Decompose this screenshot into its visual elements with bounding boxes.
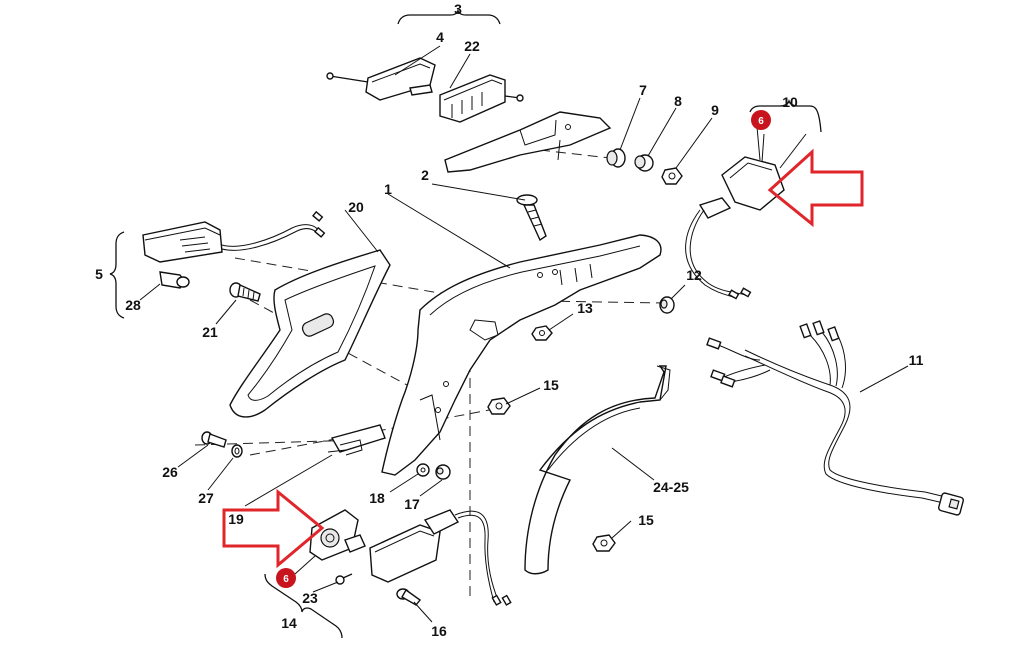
bracket-part-14 xyxy=(264,573,343,639)
spacer-parts-7-8-9 xyxy=(606,148,683,185)
label-12: 12 xyxy=(686,267,702,283)
turn-signal-left-part-14 xyxy=(369,509,512,606)
label-17: 17 xyxy=(404,496,420,512)
part-labels: 1 2 3 4 5 7 8 9 10 11 12 13 14 15 15 16 … xyxy=(95,1,924,639)
label-20: 20 xyxy=(348,199,364,215)
label-8: 8 xyxy=(674,93,682,109)
bolt-part-21 xyxy=(229,282,261,302)
screw-part-23 xyxy=(335,573,353,585)
label-15-lower: 15 xyxy=(638,512,654,528)
screw-part-16 xyxy=(396,588,422,606)
label-27: 27 xyxy=(198,490,214,506)
label-11: 11 xyxy=(909,352,924,368)
plate-holder-part-20 xyxy=(229,249,391,418)
badge-top: 6 xyxy=(751,110,771,130)
tail-lamp-part-4 xyxy=(326,57,436,101)
wiring-harness-part-11 xyxy=(706,320,964,516)
red-arrow-bottom-left xyxy=(222,488,325,569)
grommet-part-12 xyxy=(659,296,675,314)
spacer-part-17 xyxy=(435,464,451,480)
washer-part-18 xyxy=(416,463,430,477)
nut-part-15-upper xyxy=(487,397,511,415)
washer-part-27 xyxy=(231,444,243,458)
lamp-body-part-22 xyxy=(439,74,524,123)
bulb-part-28 xyxy=(159,271,190,289)
reflector-bracket-part-19 xyxy=(327,424,386,456)
nut-part-13 xyxy=(531,325,553,341)
label-7: 7 xyxy=(639,82,647,98)
label-2: 2 xyxy=(421,167,429,183)
bracket-part-10 xyxy=(749,98,822,133)
license-lamp-part-5 xyxy=(142,210,326,263)
label-18: 18 xyxy=(369,490,385,506)
leader-lines xyxy=(139,45,909,623)
label-15-upper: 15 xyxy=(543,377,559,393)
bracket-part-5 xyxy=(109,231,125,319)
label-13: 13 xyxy=(577,300,593,316)
upper-bracket xyxy=(444,111,612,173)
nut-part-15-lower xyxy=(592,534,616,552)
badge-top-text: 6 xyxy=(758,116,764,127)
label-5: 5 xyxy=(95,266,103,282)
bolt-part-26 xyxy=(201,431,227,448)
bracket-part-3 xyxy=(397,9,501,25)
main-fender-part-1 xyxy=(381,234,662,476)
label-21: 21 xyxy=(202,324,218,340)
label-9: 9 xyxy=(711,102,719,118)
label-26: 26 xyxy=(162,464,178,480)
label-16: 16 xyxy=(431,623,447,639)
label-28: 28 xyxy=(125,297,141,313)
badge-bottom: 6 xyxy=(276,568,296,588)
label-4: 4 xyxy=(436,29,444,45)
reflector-lower xyxy=(309,509,366,561)
rear-mudguard-part-24-25 xyxy=(524,365,671,575)
red-arrow-top-right xyxy=(767,148,864,228)
label-14: 14 xyxy=(281,615,297,631)
label-1: 1 xyxy=(384,181,392,197)
badge-bottom-text: 6 xyxy=(283,574,289,585)
turn-signal-right-part-10 xyxy=(685,156,785,300)
label-23: 23 xyxy=(302,590,318,606)
screw-part-2 xyxy=(516,194,547,242)
label-3: 3 xyxy=(454,1,462,17)
label-24-25: 24-25 xyxy=(653,479,689,495)
label-19: 19 xyxy=(228,511,244,527)
label-10: 10 xyxy=(782,94,798,110)
label-22: 22 xyxy=(464,38,480,54)
